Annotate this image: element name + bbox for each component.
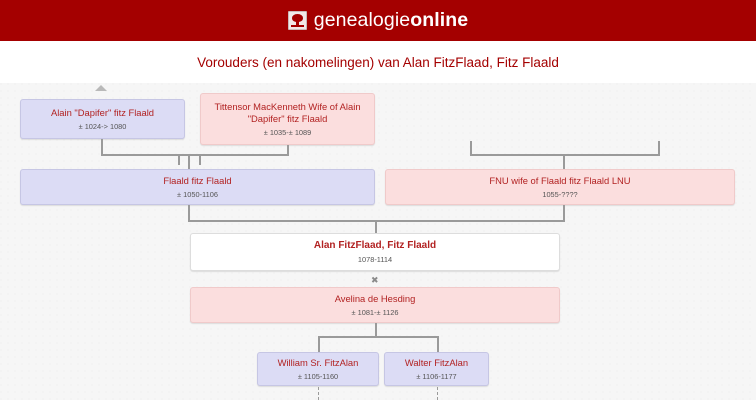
person-name: Alan FitzFlaad, Fitz Flaald xyxy=(313,239,437,251)
connector-line xyxy=(318,336,320,352)
person-node-fnu-wife-flaald[interactable]: FNU wife of Flaald fitz Flaald LNU 1055-… xyxy=(385,169,735,205)
person-name: William Sr. FitzAlan xyxy=(277,356,359,368)
descendant-connector xyxy=(318,387,319,400)
brand-logo-link[interactable]: genealogieonline xyxy=(287,9,468,32)
person-node-walter-fitzalan[interactable]: Walter FitzAlan ± 1106-1177 xyxy=(384,352,489,386)
connector-line xyxy=(188,205,190,221)
family-tree-logo-icon xyxy=(287,11,307,30)
brand-name-first: genealogie xyxy=(313,9,411,31)
person-name: Flaald fitz Flaald xyxy=(163,174,232,186)
person-dates: ± 1050-1106 xyxy=(177,189,218,199)
person-name-line2: "Dapifer" fitz Flaald xyxy=(247,112,328,124)
connector-line xyxy=(470,141,472,155)
connector-line xyxy=(318,336,438,338)
connector-line xyxy=(375,323,377,337)
person-node-alan-fitzflaad-focus[interactable]: Alan FitzFlaad, Fitz Flaald 1078-1114 xyxy=(190,233,560,271)
person-node-william-sr-fitzalan[interactable]: William Sr. FitzAlan ± 1105-1160 xyxy=(257,352,379,386)
person-name-line1: Tittensor MacKenneth Wife of Alain xyxy=(214,100,361,112)
connector-line xyxy=(563,154,565,169)
person-node-flaald-fitz-flaald[interactable]: Flaald fitz Flaald ± 1050-1106 xyxy=(20,169,375,205)
person-name: FNU wife of Flaald fitz Flaald LNU xyxy=(489,174,631,186)
brand-name-second: online xyxy=(410,9,469,31)
connector-line xyxy=(188,156,190,169)
person-name: Avelina de Hesding xyxy=(334,292,416,304)
person-node-alain-dapifer[interactable]: Alain "Dapifer" fitz Flaald ± 1024-> 108… xyxy=(20,99,185,139)
person-dates: ± 1081-± 1126 xyxy=(351,307,399,317)
triangle-up-icon[interactable] xyxy=(95,85,107,91)
connector-line xyxy=(101,154,289,156)
connector-line xyxy=(287,145,289,155)
person-dates: 1055-???? xyxy=(542,189,578,199)
connector-line xyxy=(658,141,660,155)
connector-line xyxy=(375,220,377,233)
family-tree-canvas: Alain "Dapifer" fitz Flaald ± 1024-> 108… xyxy=(0,83,756,400)
descendant-connector xyxy=(437,387,438,400)
connector-line xyxy=(563,205,565,221)
page-title: Vorouders (en nakomelingen) van Alan Fit… xyxy=(197,54,559,70)
connector-line xyxy=(178,156,180,165)
person-dates: ± 1024-> 1080 xyxy=(78,121,127,131)
person-dates: ± 1035-± 1089 xyxy=(263,127,312,137)
page-title-bar: Vorouders (en nakomelingen) van Alan Fit… xyxy=(0,41,756,84)
person-dates: ± 1105-1160 xyxy=(297,371,339,381)
connector-line xyxy=(437,336,439,352)
marriage-symbol: ✖ xyxy=(371,275,379,285)
brand-name: genealogieonline xyxy=(314,9,468,32)
connector-line xyxy=(101,139,103,155)
person-node-avelina-de-hesding[interactable]: Avelina de Hesding ± 1081-± 1126 xyxy=(190,287,560,323)
person-dates: ± 1106-1177 xyxy=(416,371,457,381)
connector-line xyxy=(470,154,660,156)
person-name: Alain "Dapifer" fitz Flaald xyxy=(50,106,155,118)
connector-line xyxy=(199,156,201,165)
person-name: Walter FitzAlan xyxy=(404,356,469,368)
person-node-tittensor-mackenneth[interactable]: Tittensor MacKenneth Wife of Alain "Dapi… xyxy=(200,93,375,145)
person-dates: 1078-1114 xyxy=(357,254,393,264)
site-header: genealogieonline xyxy=(0,0,756,41)
